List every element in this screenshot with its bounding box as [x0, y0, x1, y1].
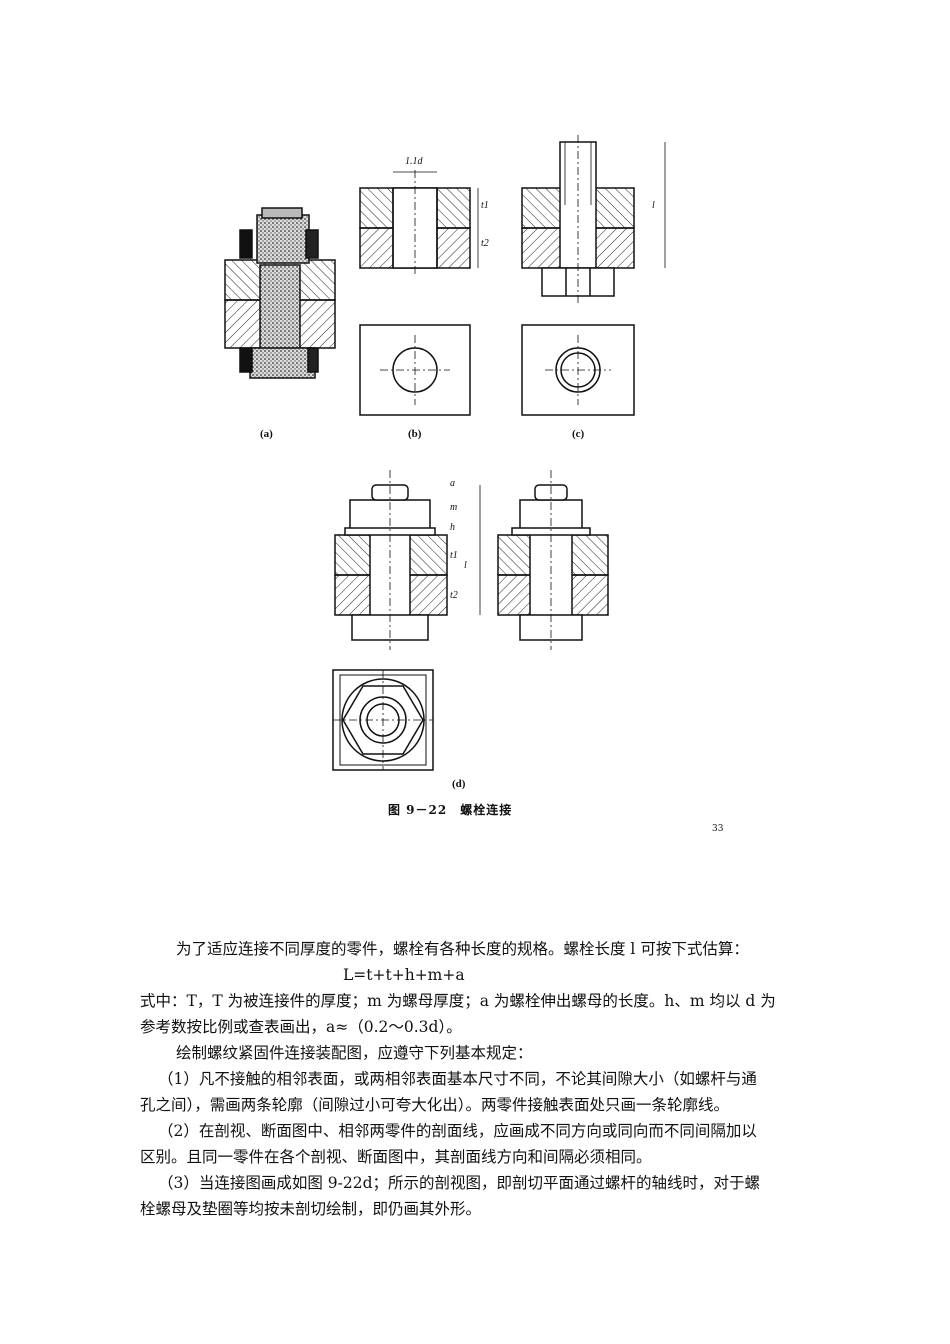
label-a: (a)	[260, 428, 273, 440]
rule-1-line-1: （1）凡不接触的相邻表面，或两相邻表面基本尺寸不同，不论其间隙大小（如螺杆与通	[158, 1070, 757, 1088]
dim-t1-d: t1	[450, 550, 458, 561]
page-mark: 33	[712, 824, 724, 834]
label-c: (c)	[572, 428, 585, 440]
dim-l: l	[652, 200, 655, 211]
dim-a: a	[450, 478, 455, 489]
rule-2-line-2: 区别。且同一零件在各个剖视、断面图中，其剖面线方向和间隔必须相同。	[140, 1148, 652, 1166]
dim-t1: t1	[481, 200, 489, 211]
rule-1-line-2: 孔之间），需画两条轮廓（间隙过小可夸大化出）。两零件接触表面处只画一条轮廓线。	[140, 1096, 730, 1114]
bolt-connection-figure: 1.1d t1 t2 l a m h l t1 t2 (a) (b) (c) (…	[200, 130, 760, 850]
paragraph-2-line-1: 式中：T，T 为被连接件的厚度；m 为螺母厚度；a 为螺栓伸出螺母的长度。h、m…	[140, 992, 776, 1010]
rule-2-line-1: （2）在剖视、断面图中、相邻两零件的剖面线，应画成不同方向或同向而不同间隔加以	[158, 1122, 757, 1140]
dim-b-width: 1.1d	[405, 156, 423, 167]
dim-t2-d: t2	[450, 590, 458, 601]
view-a	[224, 207, 336, 379]
dim-l-d: l	[464, 560, 467, 571]
rule-3-line-1: （3）当连接图画成如图 9-22d；所示的剖视图，即剖切平面通过螺杆的轴线时，对…	[158, 1174, 761, 1192]
dim-m: m	[450, 502, 458, 513]
view-b	[359, 170, 479, 416]
view-d-outline	[497, 470, 609, 650]
bolt-drawings	[224, 135, 666, 771]
view-d-top	[332, 669, 434, 771]
rule-3-line-2: 栓螺母及垫圈等均按未剖切绘制，即仍画其外形。	[140, 1200, 482, 1218]
paragraph-3: 绘制螺纹紧固件连接装配图，应遵守下列基本规定：	[176, 1044, 533, 1062]
label-b: (b)	[408, 428, 422, 440]
paragraph-1: 为了适应连接不同厚度的零件，螺栓有各种长度的规格。螺栓长度 l 可按下式估算：	[176, 940, 749, 958]
label-d: (d)	[452, 778, 466, 790]
formula: L=t+t+h+m+a	[343, 966, 465, 984]
dim-h: h	[450, 522, 455, 533]
paragraph-2-line-2: 参考数按比例或查表画出，a≈（0.2～0.3d）。	[140, 1018, 462, 1036]
view-c	[521, 135, 666, 416]
figure-caption: 图 9－22 螺栓连接	[388, 803, 513, 817]
dim-t2: t2	[481, 238, 489, 249]
view-d-section	[334, 470, 481, 650]
